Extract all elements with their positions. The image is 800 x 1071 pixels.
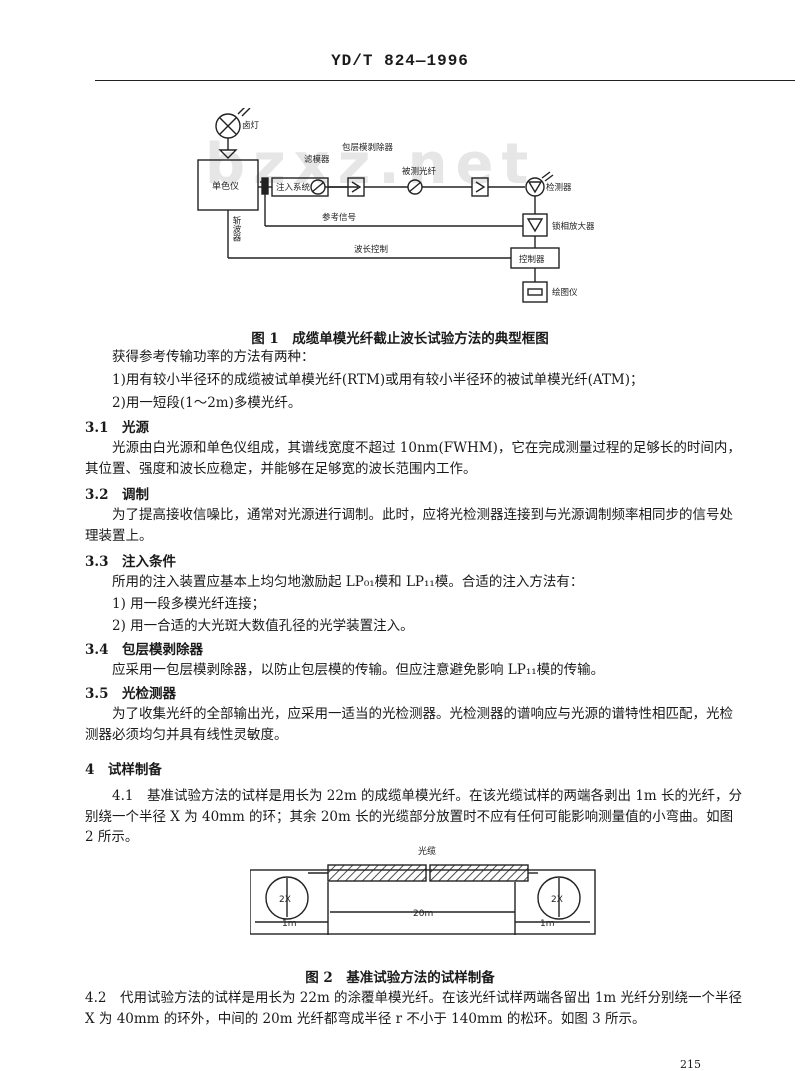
- section-3-4-body: 应采用一包层模剥除器，以防止包层模的传输。但应注意避免影响 LP₁₁模的传输。: [112, 662, 605, 678]
- figure-2-caption: 图 2 基准试验方法的试样制备: [305, 970, 495, 986]
- header-rule: [95, 80, 795, 81]
- cable-left-segment: [327, 864, 427, 882]
- left-fiber-loop: [265, 876, 309, 920]
- label-reference: 参考信号: [322, 212, 356, 223]
- label-wavelength-control: 波长控制: [354, 244, 388, 255]
- section-4-heading: 4 试样制备: [85, 762, 162, 778]
- right-fiber-loop: [537, 876, 581, 920]
- dim-left: 1m: [282, 919, 297, 929]
- page-number: 215: [680, 1058, 701, 1071]
- figure-1-caption: 图 1 成缆单模光纤截止波长试验方法的典型框图: [251, 331, 549, 347]
- label-detector: 检测器: [546, 182, 572, 193]
- section-3-3-item-1: 1) 用一段多模光纤连接；: [112, 596, 266, 612]
- section-3-1-body: 光源由白光源和单色仪组成，其谱线宽度不超过 10nm(FWHM)，它在完成测量过…: [85, 440, 741, 477]
- section-3-5-heading: 3.5 光检测器: [85, 686, 176, 702]
- label-plotter: 绘图仪: [552, 287, 578, 298]
- label-controller: 控制器: [519, 254, 545, 265]
- section-3-3-body: 所用的注入装置应基本上均匀地激励起 LP₀₁模和 LP₁₁模。合适的注入方法有：: [112, 574, 584, 590]
- dim-right: 1m: [540, 919, 555, 929]
- label-chopper: 斩波器: [231, 215, 241, 242]
- section-3-5-body: 为了收集光纤的全部输出光，应采用一适当的光检测器。光检测器的谱响应与光源的谱特性…: [85, 706, 733, 743]
- reference-item-1: 1)用有较小半径环的成缆被试单模光纤(RTM)或用有较小半径环的被试单模光纤(A…: [112, 372, 644, 388]
- reference-item-2: 2)用一短段(1～2m)多模光纤。: [112, 395, 302, 411]
- section-3-2-body: 为了提高接收信噪比，通常对光源进行调制。此时，应将光检测器连接到与光源调制频率相…: [85, 507, 733, 544]
- label-lamp: 卤灯: [242, 120, 260, 131]
- label-filter: 滤模器: [304, 154, 330, 165]
- section-4-2-body: 4.2 代用试验方法的试样是用长为 22m 的涂覆单模光纤。在该光纤试样两端各留…: [85, 990, 743, 1027]
- cable-right-segment: [429, 864, 529, 882]
- figure-1-block-diagram: 卤灯 单色仪 注入系统 滤模器 包层模剥除器 被测光纤 检测器 参考信号 锁相放…: [197, 108, 595, 303]
- label-loop-left: 2X: [279, 895, 291, 905]
- plotter-icon: [522, 281, 548, 303]
- section-3-3-item-2: 2) 用一合适的大光斑大数值孔径的光学装置注入。: [112, 618, 414, 634]
- label-cladding-stripper: 包层模剥除器: [342, 142, 394, 153]
- label-loop-right: 2X: [551, 895, 563, 905]
- label-fiber-under-test: 被测光纤: [402, 166, 437, 177]
- section-3-3-heading: 3.3 注入条件: [85, 554, 176, 570]
- label-lockin: 锁相放大器: [552, 221, 595, 232]
- section-3-2-heading: 3.2 调制: [85, 487, 149, 503]
- standard-number-header: YD/T 824—1996: [331, 52, 469, 70]
- section-3-4-heading: 3.4 包层模剥除器: [85, 642, 203, 658]
- section-4-1-body: 4.1 基准试验方法的试样是用长为 22m 的成缆单模光纤。在该光缆试样的两端各…: [85, 788, 743, 845]
- label-monochromator: 单色仪: [212, 180, 239, 192]
- dim-middle: 20m: [413, 909, 433, 919]
- label-cable: 光缆: [418, 845, 436, 857]
- figure-2-sample-diagram: 光缆 2X 2X 1m 20m 1m: [250, 845, 596, 935]
- chopper-icon: [261, 177, 269, 195]
- reference-intro: 获得参考传输功率的方法有两种：: [112, 349, 315, 365]
- section-3-1-heading: 3.1 光源: [85, 420, 149, 436]
- watermark: bzxz.net: [205, 132, 537, 197]
- label-injection: 注入系统: [276, 182, 311, 193]
